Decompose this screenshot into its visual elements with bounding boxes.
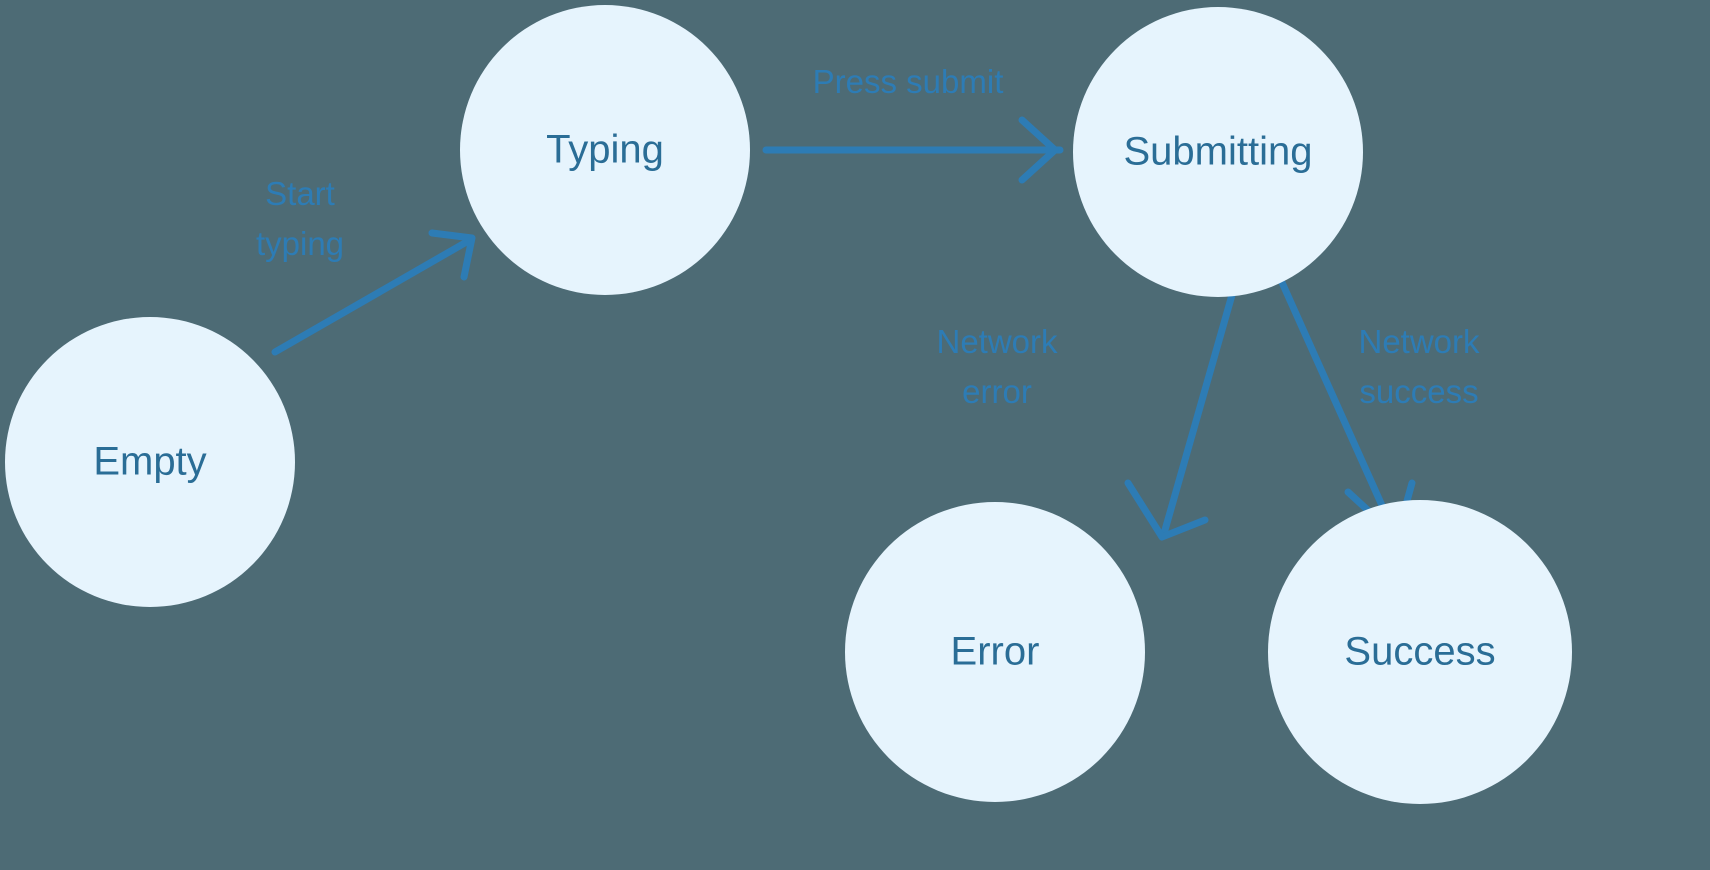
- edge-line-empty-to-typing: [271, 236, 474, 356]
- state-node-error[interactable]: Error: [845, 502, 1145, 802]
- edge-line-submitting-to-error: [1161, 291, 1236, 534]
- edge-label-typing-to-submitting: Press submit: [813, 63, 1004, 100]
- node-circle-success[interactable]: [1268, 500, 1572, 804]
- arrowhead-submitting-to-error: [1124, 479, 1209, 541]
- node-circle-error[interactable]: [845, 502, 1145, 802]
- edge-label-line-1: Start: [265, 175, 335, 212]
- node-label-submitting: Submitting: [1124, 130, 1313, 174]
- state-node-success[interactable]: Success: [1268, 500, 1572, 804]
- edge-label-line-1: Network: [1358, 323, 1480, 360]
- edge-label-submitting-to-success: Network success: [1358, 323, 1480, 410]
- state-node-empty[interactable]: Empty: [5, 317, 295, 607]
- node-circle-typing[interactable]: [460, 5, 750, 295]
- edge-typing-to-submitting: [762, 116, 1064, 184]
- edge-label-line-1: Network: [936, 323, 1058, 360]
- edge-submitting-to-error: [1124, 291, 1236, 541]
- edge-label-line-2: error: [962, 373, 1032, 410]
- arrowhead-typing-to-submitting: [1018, 116, 1059, 184]
- node-label-empty: Empty: [93, 440, 206, 484]
- node-circle-empty[interactable]: [5, 317, 295, 607]
- state-node-typing[interactable]: Typing: [460, 5, 750, 295]
- node-circle-submitting[interactable]: [1073, 7, 1363, 297]
- state-node-submitting[interactable]: Submitting: [1073, 7, 1363, 297]
- node-label-success: Success: [1344, 630, 1495, 674]
- edge-label-empty-to-typing: Start typing: [256, 175, 344, 262]
- edge-label-submitting-to-error: Network error: [936, 323, 1058, 410]
- edge-empty-to-typing: [271, 229, 476, 356]
- edge-label-line-2: success: [1359, 373, 1478, 410]
- node-label-error: Error: [951, 630, 1040, 674]
- edge-label-line-2: typing: [256, 225, 344, 262]
- node-label-typing: Typing: [546, 128, 664, 172]
- arrowhead-empty-to-typing: [428, 229, 476, 281]
- edge-label-line-1: Press submit: [813, 63, 1004, 100]
- edge-line-submitting-to-success: [1276, 274, 1397, 534]
